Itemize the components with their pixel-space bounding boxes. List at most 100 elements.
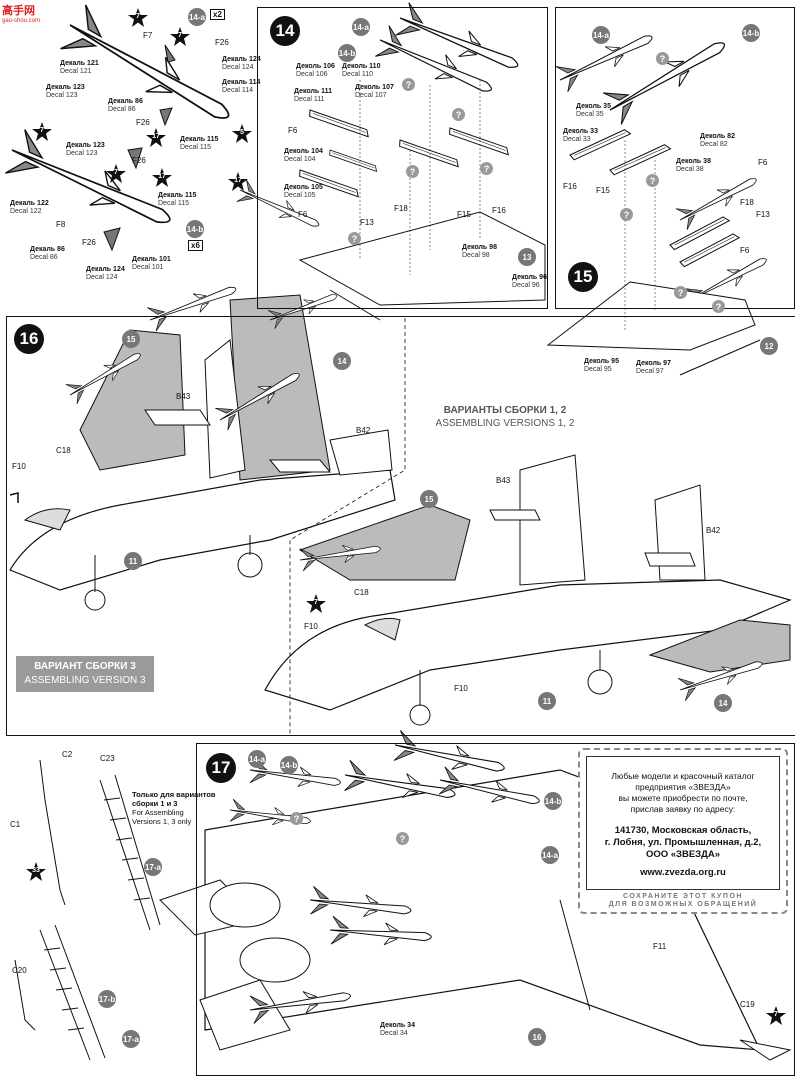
decal-en: Decal 115 <box>158 200 190 207</box>
part-c2: C2 <box>62 750 73 759</box>
paint-star-33: 33 <box>26 862 46 882</box>
decal-en: Decal 123 <box>66 150 98 157</box>
variant-ru: ВАРИАНТ СБОРКИ 3 <box>34 661 136 672</box>
variant-label-versions-1-2: ВАРИАНТЫ СБОРКИ 1, 2 ASSEMBLING VERSIONS… <box>430 404 580 430</box>
paint-star-5: 5 <box>232 124 252 144</box>
coupon-line-4: прислав заявку по адресу: <box>630 804 736 814</box>
callout-14a: 14-a <box>188 8 206 26</box>
decal-ru: Декаль 86 <box>30 246 65 253</box>
callout-11-b: 11 <box>538 692 556 710</box>
question-mark-icon: ? <box>402 78 415 91</box>
callout-15: 15 <box>122 330 140 348</box>
question-mark-icon: ? <box>620 208 633 221</box>
part-f16: F16 <box>492 206 506 215</box>
coupon-foot-2: ДЛЯ ВОЗМОЖНЫХ ОБРАЩЕНИЙ <box>608 901 758 908</box>
aircraft-drawing-versions-1-2 <box>264 454 792 726</box>
part-f11: F11 <box>653 942 667 951</box>
decal-ru: Декаль 124 <box>222 56 261 63</box>
coupon-body: Любые модели и красочный каталог предпри… <box>586 756 780 890</box>
decal-en: Decal 86 <box>108 106 136 113</box>
part-f13-b: F13 <box>756 210 770 219</box>
decal-en: Decal 33 <box>563 136 591 143</box>
paint-star-7: 7 <box>106 164 126 184</box>
step-number-15: 15 <box>568 262 598 292</box>
callout-14a-step17: 14-a <box>248 750 266 768</box>
logo-text: 高手网 <box>2 5 35 17</box>
coupon-website: www.zvezda.org.ru <box>640 867 726 878</box>
callout-17a-b: 17-a <box>122 1030 140 1048</box>
callout-14b: 14-b <box>186 220 204 238</box>
decal-en: Decal 107 <box>355 92 387 99</box>
panel-step-17 <box>196 743 795 1076</box>
aircraft-drawing-version-3 <box>9 276 396 611</box>
paint-star-7: 7 <box>128 8 148 28</box>
decal-ru: Декаль 124 <box>86 266 125 273</box>
decal-ru: Деколь 105 <box>284 184 323 191</box>
site-logo: 高手网 gao-shou.com <box>2 2 40 24</box>
variant-en: ASSEMBLING VERSIONS 1, 2 <box>435 418 575 429</box>
panel-step-14 <box>257 7 548 309</box>
decal-ru: Декаль 123 <box>66 142 105 149</box>
part-f26-c: F26 <box>132 156 146 165</box>
note-versions-1-3: Только для вариантов сборки 1 и 3 For As… <box>132 790 216 826</box>
decal-ru: Деколь 106 <box>296 63 335 70</box>
decal-ru: Декаль 121 <box>60 60 99 67</box>
decal-ru: Декаль 123 <box>46 84 85 91</box>
star-number: 17 <box>234 177 242 184</box>
decal-ru: Деколь 38 <box>676 158 711 165</box>
decal-en: Decal 105 <box>284 192 316 199</box>
star-number: 7 <box>114 169 118 176</box>
decal-ru: Деколь 35 <box>576 103 611 110</box>
coupon-addr-3: ООО «ЗВЕЗДА» <box>645 849 721 860</box>
callout-14a-step17-b: 14-a <box>541 846 559 864</box>
star-number: 33 <box>32 867 40 874</box>
callout-15-b: 15 <box>420 490 438 508</box>
part-c18: C18 <box>56 446 71 455</box>
part-c18-b: C18 <box>354 588 369 597</box>
decal-en: Decal 115 <box>180 144 212 151</box>
decal-en: Decal 114 <box>222 87 254 94</box>
star-number: 5 <box>240 129 244 136</box>
decal-en: Decal 34 <box>380 1030 408 1037</box>
logo-sub: gao-shou.com <box>2 18 41 24</box>
decal-ru: Деколь 110 <box>342 63 381 70</box>
decal-ru: Декаль 101 <box>132 256 171 263</box>
decal-ru: Деколь 97 <box>636 360 671 367</box>
paint-star-7: 7 <box>766 1006 786 1026</box>
callout-11: 11 <box>124 552 142 570</box>
callout-14b-step15: 14-b <box>742 24 760 42</box>
paint-star-7: 7 <box>170 27 190 47</box>
question-mark-icon: ? <box>406 165 419 178</box>
part-f10-b: F10 <box>304 622 318 631</box>
decal-ru: Деколь 33 <box>563 128 598 135</box>
paint-star-17: 17 <box>228 172 248 192</box>
star-number: 17 <box>152 133 160 140</box>
star-number: 17 <box>158 173 166 180</box>
part-f10-c: F10 <box>454 684 468 693</box>
callout-17b: 17-b <box>98 990 116 1008</box>
question-mark-icon: ? <box>452 108 465 121</box>
part-c23: C23 <box>100 754 115 763</box>
decal-en: Decal 86 <box>30 254 58 261</box>
variant-ru: ВАРИАНТЫ СБОРКИ 1, 2 <box>443 405 567 416</box>
part-f6: F6 <box>288 126 298 135</box>
decal-en: Decal 97 <box>636 368 664 375</box>
decal-en: Decal 38 <box>676 166 704 173</box>
decal-ru: Декаль 115 <box>158 192 197 199</box>
decal-en: Decal 82 <box>700 141 728 148</box>
ladder-drawing <box>14 759 161 1061</box>
